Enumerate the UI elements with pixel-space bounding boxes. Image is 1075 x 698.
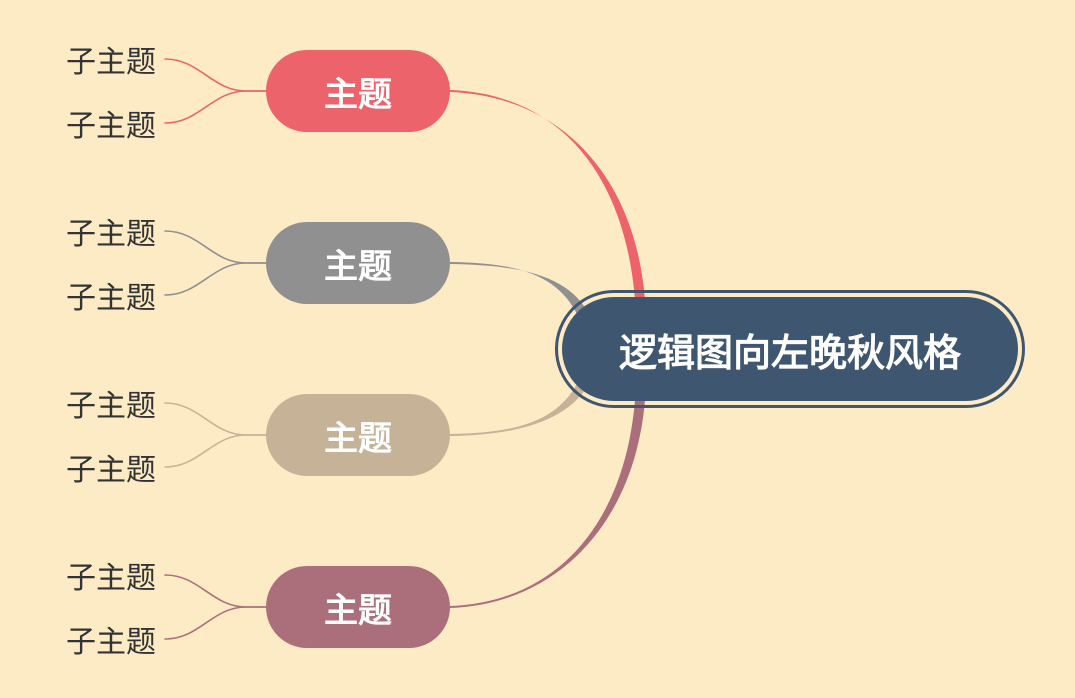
subtopic-connector-4-1 <box>164 574 267 608</box>
subtopic-1-2[interactable]: 子主题 <box>66 109 156 144</box>
subtopic-connector-3-2 <box>164 434 267 468</box>
subtopic-2-1[interactable]: 子主题 <box>66 217 156 252</box>
branch-connector-4 <box>450 400 645 608</box>
subtopic-4-2[interactable]: 子主题 <box>66 625 156 660</box>
subtopic-connector-2-1 <box>164 230 267 264</box>
branch-connector-1 <box>450 90 645 300</box>
subtopic-4-1[interactable]: 子主题 <box>66 561 156 596</box>
central-topic-label: 逻辑图向左晚秋风格 <box>562 297 1018 401</box>
branch-topic-1[interactable]: 主题 <box>266 50 450 132</box>
subtopic-connector-1-2 <box>164 90 267 124</box>
subtopic-connector-2-2 <box>164 262 267 296</box>
branch-topic-4[interactable]: 主题 <box>266 566 450 648</box>
central-topic[interactable]: 逻辑图向左晚秋风格 <box>555 290 1025 408</box>
subtopic-3-1[interactable]: 子主题 <box>66 389 156 424</box>
subtopic-connector-1-1 <box>164 58 267 92</box>
branch-topic-3[interactable]: 主题 <box>266 394 450 476</box>
subtopic-connector-4-2 <box>164 606 267 640</box>
subtopic-3-2[interactable]: 子主题 <box>66 453 156 488</box>
subtopic-1-1[interactable]: 子主题 <box>66 45 156 80</box>
subtopic-2-2[interactable]: 子主题 <box>66 281 156 316</box>
subtopic-connector-3-1 <box>164 402 267 436</box>
branch-topic-2[interactable]: 主题 <box>266 222 450 304</box>
